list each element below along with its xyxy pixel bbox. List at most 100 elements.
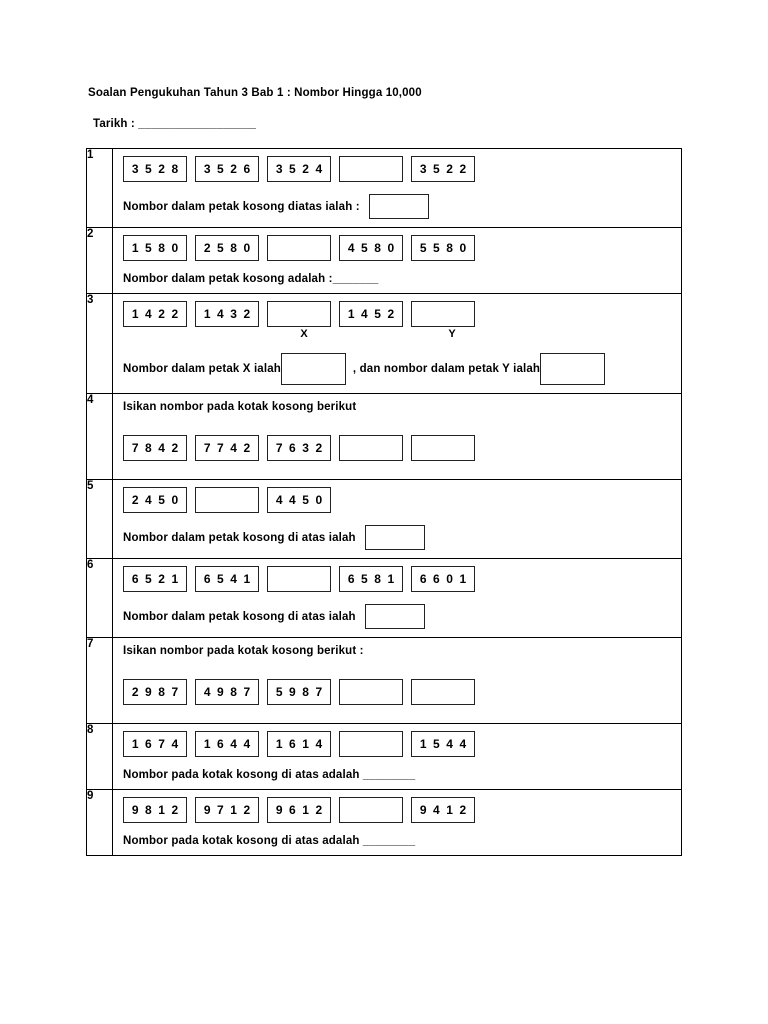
question-statement: Nombor dalam petak kosong diatas ialah :	[123, 194, 681, 219]
number-box[interactable]: 1 5 8 0	[123, 235, 187, 261]
question-row: 6 6 5 2 1 6 5 4 1 6 5 8 1 6 6 0 1 Nombor dala…	[86, 558, 682, 638]
statement-text: Nombor dalam petak kosong diatas ialah :	[123, 200, 360, 213]
question-body: Isikan nombor pada kotak kosong berikut 7…	[112, 393, 682, 480]
answer-box[interactable]	[364, 525, 425, 550]
number-box-row: 2 9 8 7 4 9 8 7 5 9 8 7	[123, 679, 681, 705]
number-box-blank[interactable]	[195, 487, 259, 513]
question-body: 3 5 2 8 3 5 2 6 3 5 2 4 3 5 2 2 Nombor dalam…	[112, 148, 682, 228]
statement-text: Nombor dalam petak X ialah	[123, 363, 281, 375]
question-instruction: Isikan nombor pada kotak kosong berikut …	[123, 645, 364, 657]
number-box[interactable]: 7 6 3 2	[267, 435, 331, 461]
box-label-x: X	[300, 328, 308, 340]
number-box[interactable]: 1 6 7 4	[123, 731, 187, 757]
number-box-blank[interactable]	[411, 679, 475, 705]
number-box[interactable]: 2 9 8 7	[123, 679, 187, 705]
number-box[interactable]: 5 9 8 7	[267, 679, 331, 705]
number-box-blank[interactable]	[267, 235, 331, 261]
question-body: 9 8 1 2 9 7 1 2 9 6 1 2 9 4 1 2 Nombor pada …	[112, 789, 682, 856]
number-box[interactable]: 1 4 5 2	[339, 301, 403, 327]
box-label-empty	[345, 328, 411, 341]
question-row: 7 Isikan nombor pada kotak kosong berikut…	[86, 637, 682, 724]
number-box[interactable]: 2 4 5 0	[123, 487, 187, 513]
question-number: 4	[86, 393, 113, 480]
question-body: 1 6 7 4 1 6 4 4 1 6 1 4 1 5 4 4 Nombor pada …	[112, 723, 682, 790]
number-box[interactable]: 4 4 5 0	[267, 487, 331, 513]
number-box-blank[interactable]	[339, 731, 403, 757]
number-box[interactable]: 9 7 1 2	[195, 797, 259, 823]
question-number: 3	[86, 293, 113, 394]
box-label-empty	[197, 328, 263, 341]
number-box[interactable]: 6 5 8 1	[339, 566, 403, 592]
number-box-blank[interactable]	[339, 797, 403, 823]
number-box-row: 1 5 8 0 2 5 8 0 4 5 8 0 5 5 8 0	[123, 235, 681, 261]
number-box-row: 6 5 2 1 6 5 4 1 6 5 8 1 6 6 0 1	[123, 566, 681, 592]
number-box[interactable]: 1 5 4 4	[411, 731, 475, 757]
question-row: 1 3 5 2 8 3 5 2 6 3 5 2 4 3 5 2 2 Nombor dala…	[86, 148, 682, 228]
number-box[interactable]: 9 6 1 2	[267, 797, 331, 823]
number-box-row: 7 8 4 2 7 7 4 2 7 6 3 2	[123, 435, 681, 461]
question-number: 6	[86, 558, 113, 638]
number-box[interactable]: 1 4 3 2	[195, 301, 259, 327]
number-box[interactable]: 7 8 4 2	[123, 435, 187, 461]
number-box-blank[interactable]	[267, 301, 331, 327]
answer-box[interactable]	[368, 194, 429, 219]
number-box-blank[interactable]	[411, 301, 475, 327]
number-box-row: 9 8 1 2 9 7 1 2 9 6 1 2 9 4 1 2	[123, 797, 681, 823]
number-box[interactable]: 1 4 2 2	[123, 301, 187, 327]
number-box[interactable]: 6 5 4 1	[195, 566, 259, 592]
statement-text: Nombor pada kotak kosong di atas adalah …	[123, 835, 416, 847]
number-box[interactable]: 9 8 1 2	[123, 797, 187, 823]
question-row: 2 1 5 8 0 2 5 8 0 4 5 8 0 5 5 8 0 Nombor dala…	[86, 227, 682, 294]
number-box[interactable]: 3 5 2 6	[195, 156, 259, 182]
spacer	[123, 413, 681, 435]
date-field-label: Tarikh : __________________	[93, 118, 257, 130]
question-number: 7	[86, 637, 113, 724]
question-body: 6 5 2 1 6 5 4 1 6 5 8 1 6 6 0 1 Nombor dalam…	[112, 558, 682, 638]
number-box[interactable]: 6 6 0 1	[411, 566, 475, 592]
page-title: Soalan Pengukuhan Tahun 3 Bab 1 : Nombor…	[88, 87, 422, 99]
number-box-blank[interactable]	[267, 566, 331, 592]
number-box[interactable]: 4 5 8 0	[339, 235, 403, 261]
statement-text: Nombor dalam petak kosong adalah :______…	[123, 273, 379, 285]
box-label-empty	[123, 328, 189, 341]
question-statement: Nombor dalam petak kosong di atas ialah	[123, 604, 681, 629]
number-box[interactable]: 1 6 4 4	[195, 731, 259, 757]
number-box[interactable]: 3 5 2 2	[411, 156, 475, 182]
number-box[interactable]: 7 7 4 2	[195, 435, 259, 461]
question-number: 1	[86, 148, 113, 228]
number-box-blank[interactable]	[339, 156, 403, 182]
spacer	[123, 705, 681, 715]
number-box[interactable]: 1 6 1 4	[267, 731, 331, 757]
question-number: 9	[86, 789, 113, 856]
question-statement: Nombor dalam petak kosong adalah :______…	[123, 273, 681, 285]
number-box[interactable]: 5 5 8 0	[411, 235, 475, 261]
number-box-row: 3 5 2 8 3 5 2 6 3 5 2 4 3 5 2 2	[123, 156, 681, 182]
question-statement: Nombor pada kotak kosong di atas adalah …	[123, 835, 681, 847]
number-box[interactable]: 3 5 2 4	[267, 156, 331, 182]
number-box-blank[interactable]	[339, 679, 403, 705]
number-box[interactable]: 4 9 8 7	[195, 679, 259, 705]
answer-box-y[interactable]	[540, 353, 606, 385]
number-box-row: 1 6 7 4 1 6 4 4 1 6 1 4 1 5 4 4	[123, 731, 681, 757]
number-box[interactable]: 2 5 8 0	[195, 235, 259, 261]
answer-box-x[interactable]	[280, 353, 346, 385]
number-box[interactable]: 3 5 2 8	[123, 156, 187, 182]
answer-box[interactable]	[364, 604, 425, 629]
question-instruction: Isikan nombor pada kotak kosong berikut	[123, 401, 357, 413]
question-statement: Nombor dalam petak kosong di atas ialah	[123, 525, 681, 550]
question-number: 2	[86, 227, 113, 294]
question-body: 1 5 8 0 2 5 8 0 4 5 8 0 5 5 8 0 Nombor dalam…	[112, 227, 682, 294]
statement-text: Nombor pada kotak kosong di atas adalah …	[123, 769, 416, 781]
question-row: 9 9 8 1 2 9 7 1 2 9 6 1 2 9 4 1 2 Nombor pada…	[86, 789, 682, 856]
number-box-blank[interactable]	[411, 435, 475, 461]
number-box[interactable]: 9 4 1 2	[411, 797, 475, 823]
spacer	[123, 461, 681, 471]
number-box-blank[interactable]	[339, 435, 403, 461]
number-box[interactable]: 6 5 2 1	[123, 566, 187, 592]
